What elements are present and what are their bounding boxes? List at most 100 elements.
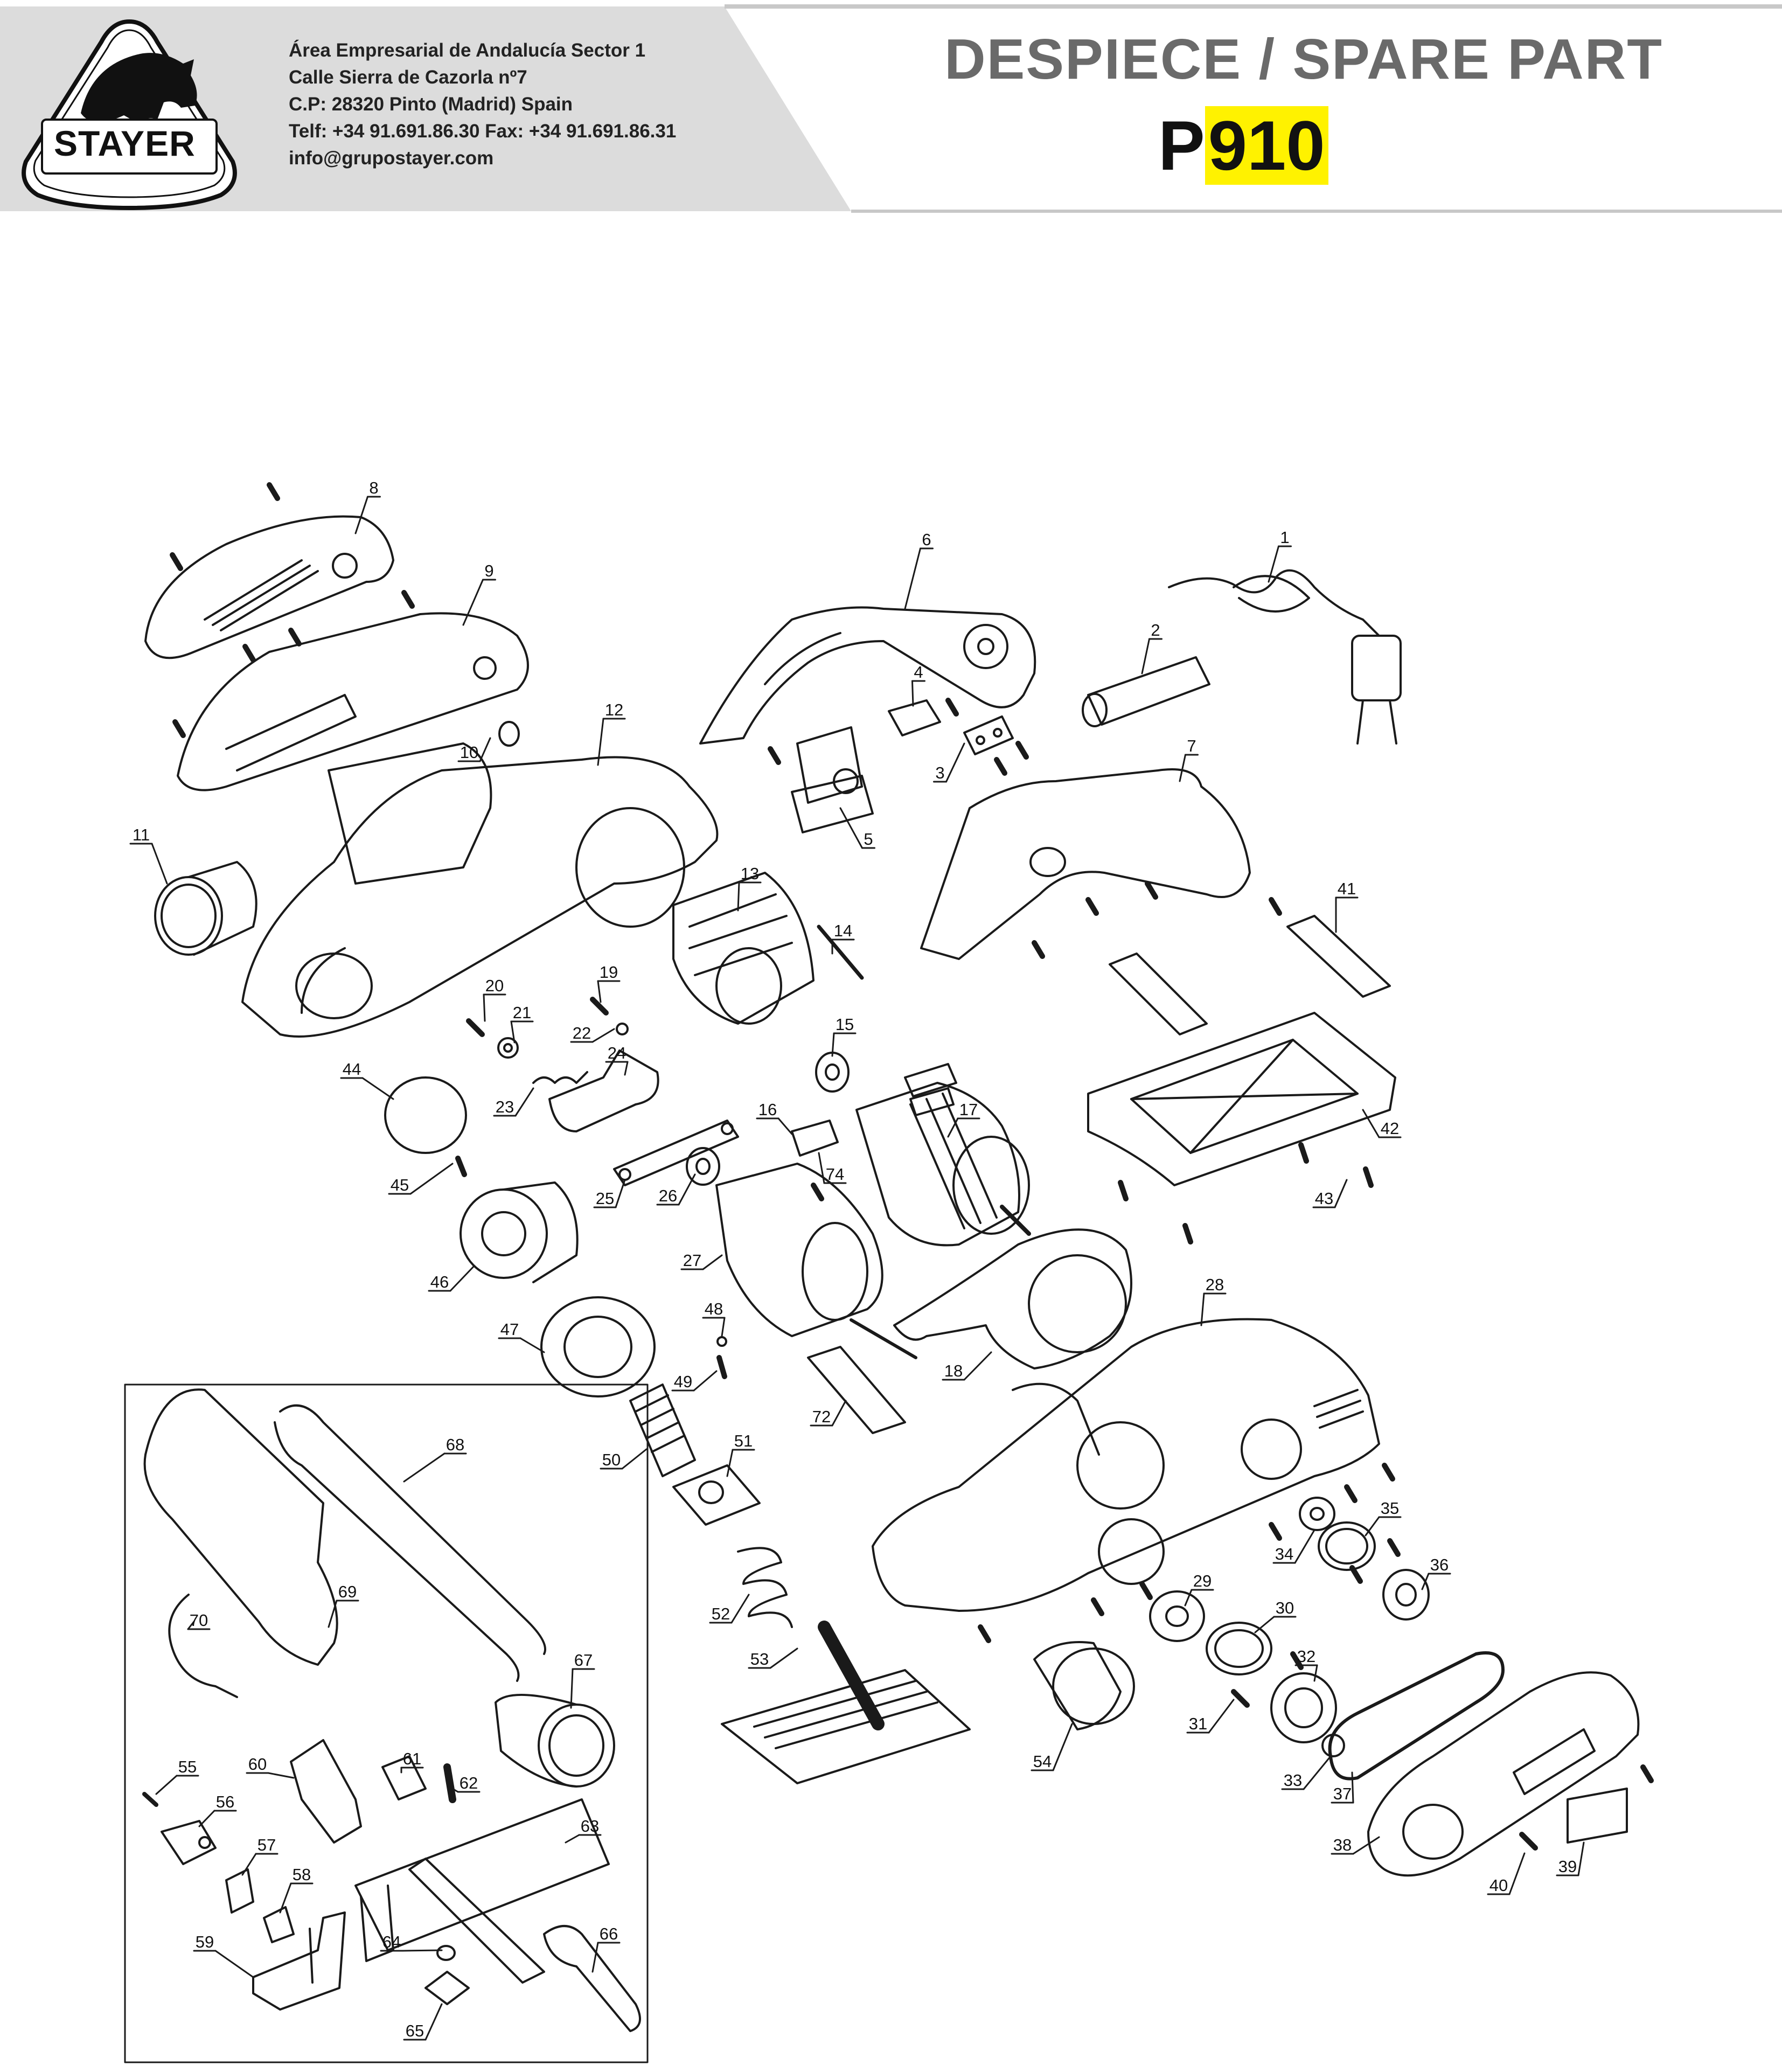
leader-line [831,1032,835,1057]
part-36-pulley [1382,1569,1430,1621]
part-number-59: 59 [196,1932,214,1951]
brand-logo-text: STAYER [54,123,196,163]
leader-line [721,1317,726,1337]
part-number-68: 68 [446,1435,464,1454]
leader-line [1362,1109,1380,1138]
part-35-gasket [1318,1521,1376,1571]
part-callout-65: 65 [403,2003,443,2041]
address-line-3: C.P: 28320 Pinto (Madrid) Spain [289,94,573,115]
part-number-2: 2 [1151,621,1160,639]
part-number-35: 35 [1381,1499,1399,1518]
leader-line [1254,1616,1275,1633]
model-number: P910 [1158,106,1328,185]
part-number-51: 51 [734,1431,753,1450]
part-number-3: 3 [935,763,944,782]
part-number-32: 32 [1297,1647,1315,1666]
part-24-lever [548,1049,659,1132]
accessories-inset-frame [124,1383,649,2063]
part-number-62: 62 [460,1774,478,1792]
part-48-ball [716,1336,727,1347]
address-line-1: Área Empresarial de Andalucía Sector 1 [289,40,646,61]
part-74-carbon-brush [904,1063,957,1097]
part-callout-12: 12 [597,700,626,766]
part-25-link-plate [613,1120,739,1186]
part-callout-2: 2 [1141,621,1163,675]
part-number-54: 54 [1033,1752,1052,1771]
part-callout-3: 3 [933,742,965,783]
part-17-armature [855,1082,1031,1247]
leader-line [615,1179,626,1208]
part-callout-32: 32 [1294,1647,1318,1682]
part-callout-52: 52 [709,1594,750,1624]
part-55-screw [142,1792,158,1807]
leader-line [462,579,484,626]
part-callout-57: 57 [241,1835,279,1876]
part-callout-15: 15 [831,1015,857,1057]
part-number-74: 74 [826,1165,844,1184]
leader-line [401,1949,443,1952]
part-number-53: 53 [750,1650,769,1668]
part-callout-54: 54 [1031,1723,1073,1771]
part-number-45: 45 [391,1176,409,1194]
leader-line [597,980,602,1003]
part-callout-56: 56 [198,1792,237,1827]
part-23-spring [532,1071,588,1084]
part-58-nut [263,1906,295,1943]
part-34-bearing [1299,1497,1335,1531]
leader-line [678,1173,696,1206]
part-60-bracket [290,1739,362,1844]
part-callout-41: 41 [1335,879,1359,933]
part-number-39: 39 [1558,1857,1577,1876]
leader-line [904,547,921,610]
part-12-main-housing [241,742,719,1038]
part-callout-40: 40 [1487,1852,1526,1895]
part-43-screws [1118,1142,1374,1244]
part-number-63: 63 [581,1817,599,1835]
part-callout-63: 63 [565,1817,602,1844]
part-number-10: 10 [460,743,478,762]
part-callout-45: 45 [388,1163,454,1195]
part-number-50: 50 [602,1450,621,1469]
leader-line [1577,1841,1585,1876]
leader-line [403,1452,446,1483]
part-callout-51: 51 [726,1431,755,1477]
part-callout-47: 47 [498,1320,545,1353]
part-62-screw [443,1763,456,1803]
part-callout-46: 46 [428,1265,475,1292]
leader-line [519,1337,545,1353]
leader-line [945,742,965,783]
leader-line [328,1600,338,1628]
part-52-spring [737,1547,793,1628]
part-callout-24: 24 [605,1044,629,1076]
part-callout-19: 19 [597,963,621,1003]
part-number-14: 14 [834,921,852,940]
part-callout-53: 53 [748,1647,798,1669]
part-46-knob [460,1181,579,1283]
part-2-cord-sleeve [1082,656,1210,727]
part-callout-72: 72 [810,1400,847,1427]
part-callout-13: 13 [737,864,762,912]
part-6-handle-half-left [699,606,1036,745]
part-callout-27: 27 [680,1251,723,1270]
part-callout-20: 20 [483,976,506,1022]
part-number-56: 56 [216,1792,234,1811]
leader-line [1052,1723,1073,1771]
part-callout-37: 37 [1331,1771,1354,1804]
leader-line [591,1028,615,1043]
part-callout-14: 14 [831,921,855,955]
part-callout-16: 16 [756,1100,793,1135]
part-42-base-frame [1087,1012,1396,1186]
part-number-47: 47 [500,1320,519,1339]
part-13-stator [672,872,815,1025]
leader-line [483,993,486,1022]
part-callout-17: 17 [947,1100,980,1138]
part-number-41: 41 [1338,879,1356,898]
part-number-72: 72 [812,1407,831,1426]
part-31-screw [1231,1689,1250,1708]
part-number-43: 43 [1315,1189,1333,1208]
leader-line [737,881,740,912]
part-56-clamp-lever [161,1820,217,1865]
part-number-5: 5 [864,830,873,849]
part-callout-61: 61 [400,1749,424,1774]
leader-line [361,1077,394,1100]
